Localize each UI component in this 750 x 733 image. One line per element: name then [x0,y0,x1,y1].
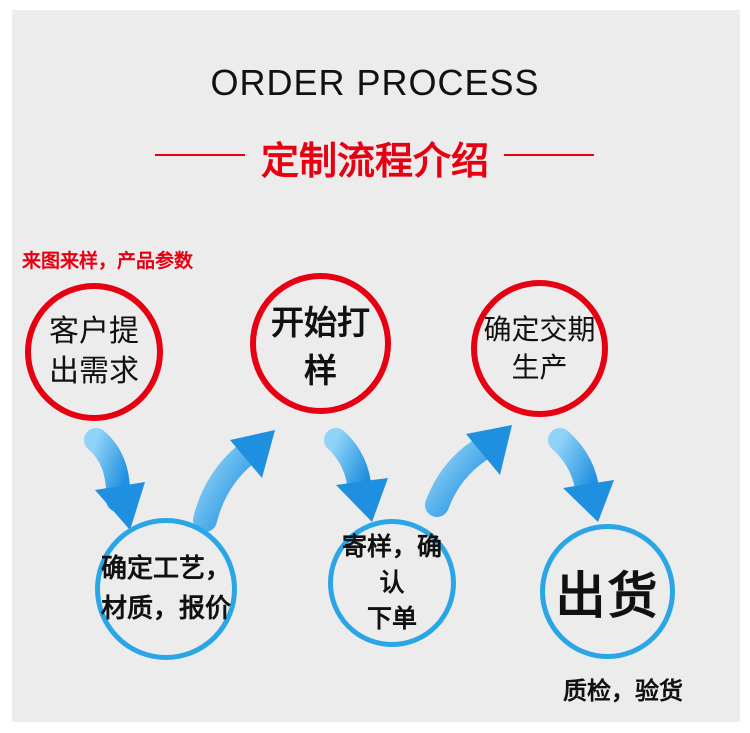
step-5-circle: 确定交期 生产 [471,280,608,417]
step-3-circle: 开始打样 [250,273,391,414]
title-rule-left [155,154,245,156]
step-6-label: 出货 [555,566,660,625]
arrow-down-2 [324,428,388,522]
title-english: ORDER PROCESS [210,62,540,103]
step-5-label: 确定交期 生产 [483,312,596,384]
step-4-circle: 寄样，确认 下单 [328,519,456,647]
arrow-up-2 [425,425,512,517]
title-chinese-row: 定制流程介绍 [0,130,750,183]
step-2-circle: 确定工艺， 材质，报价 [95,518,237,660]
step-3-label: 开始打样 [271,302,370,390]
step-1-circle: 客户提 出需求 [25,283,163,421]
arrow-up-1 [193,430,275,532]
step-2-label: 确定工艺， 材质，报价 [100,554,231,624]
step-4-label: 寄样，确认 下单 [341,532,442,633]
title-chinese: 定制流程介绍 [260,139,489,183]
arrow-down-1 [84,428,145,530]
title-rule-right [504,154,594,156]
arrow-down-3 [548,428,614,522]
step-1-label: 客户提 出需求 [49,314,139,389]
step-1-note: 来图来样，产品参数 [22,250,194,272]
step-6-circle: 出货 [540,524,675,659]
step-6-note: 质检，验货 [563,677,683,705]
